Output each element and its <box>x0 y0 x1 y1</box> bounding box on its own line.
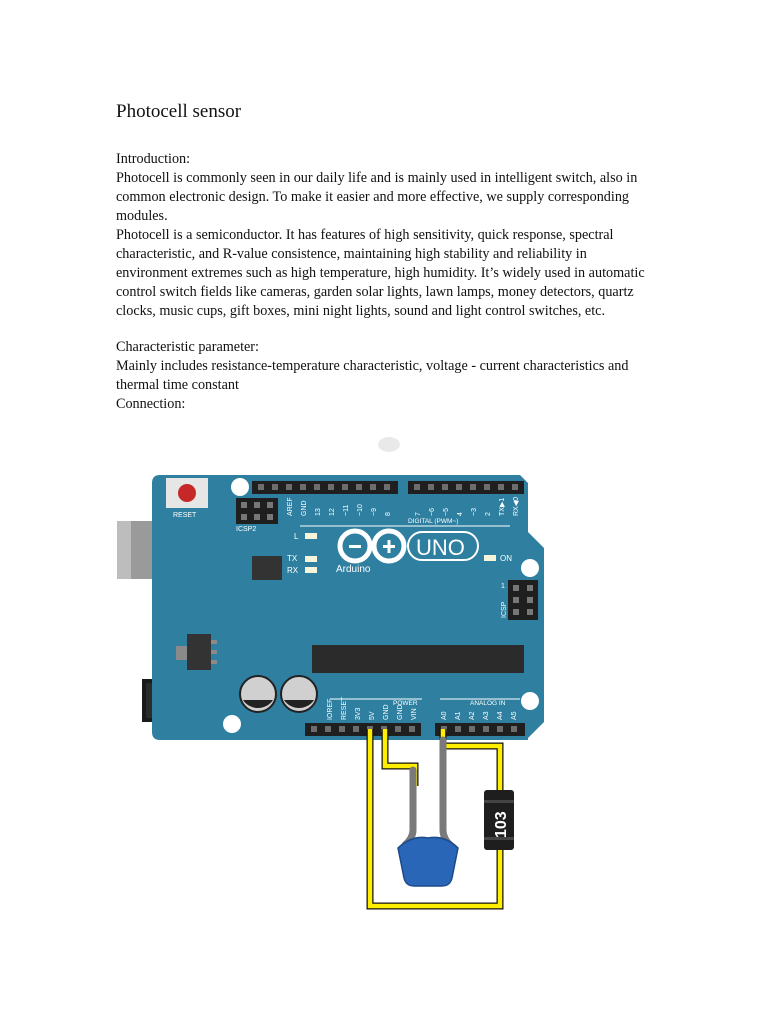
pin-label: GND <box>397 704 404 720</box>
uno-badge <box>407 531 479 561</box>
led-rx <box>305 567 317 573</box>
pin-label: ~11 <box>343 505 350 516</box>
led-tx-label: TX <box>287 554 298 563</box>
led-l-label: L <box>294 532 299 541</box>
top-pin-labels: AREF GND 13 12 ~11 ~10 ~9 8 7 ~6 ~5 4 ~3 2 TX▶1 RX◀0 <box>287 497 520 516</box>
pin-label: RX◀0 <box>513 497 520 516</box>
pin-label: ~5 <box>443 508 450 516</box>
pin-label: A1 <box>455 711 462 720</box>
characteristic-text: Mainly includes resistance-temperature c… <box>116 358 629 393</box>
reset-label: RESET <box>173 512 197 519</box>
pin-label: 2 <box>485 512 492 516</box>
pin-label: A3 <box>483 711 490 720</box>
connection-heading: Connection: <box>116 396 186 412</box>
led-l <box>305 533 317 539</box>
microcontroller-chip <box>312 645 524 673</box>
resistor <box>484 790 514 850</box>
pin-label: A0 <box>441 711 448 720</box>
icsp-header <box>508 580 538 620</box>
arduino-logo <box>337 528 407 564</box>
pin-label: 7 <box>415 512 422 516</box>
digital-header-left <box>252 481 398 494</box>
pin-label: VIN <box>411 708 418 720</box>
pin-label: 12 <box>329 508 336 516</box>
pin-label: 13 <box>315 508 322 516</box>
pin-label: RESET <box>341 696 348 720</box>
pin-label: 5V <box>369 711 376 720</box>
power-header <box>305 723 421 736</box>
bottom-pin-labels: IOREF RESET 3V3 5V GND GND VIN A0 A1 A2 A3 A4 A5 <box>327 696 518 720</box>
photocell-legs <box>401 736 454 849</box>
mounting-hole <box>521 559 539 577</box>
arduino-board <box>152 475 544 740</box>
analog-label: ANALOG IN <box>470 700 506 707</box>
pin-label: 3V3 <box>355 707 362 720</box>
icsp2-label: ICSP2 <box>236 526 256 533</box>
intro-paragraph-2: Photocell is a semiconductor. It has fea… <box>116 227 645 319</box>
led-on <box>484 555 496 561</box>
uno-label: UNO <box>416 535 465 560</box>
characteristic-heading: Characteristic parameter: <box>116 339 259 355</box>
pin-label: TX▶1 <box>499 498 506 516</box>
analog-header <box>435 723 525 736</box>
led-on-label: ON <box>500 554 512 563</box>
digital-label: DIGITAL (PWM~) <box>408 518 458 525</box>
pin-label: A5 <box>511 711 518 720</box>
mounting-hole <box>521 692 539 710</box>
pin-label: 4 <box>457 512 464 516</box>
led-rx-label: RX <box>287 566 299 575</box>
intro-paragraph-1: Photocell is commonly seen in our daily … <box>116 170 638 224</box>
digital-header-right <box>408 481 524 494</box>
icsp2-header <box>236 498 278 524</box>
icsp-pin1-label: 1 <box>501 583 505 590</box>
decorative-dot <box>378 437 400 452</box>
photocell-sensor <box>397 836 459 887</box>
usb-chip <box>252 556 282 580</box>
capacitor <box>239 675 277 713</box>
pin-label: A2 <box>469 711 476 720</box>
led-tx <box>305 556 317 562</box>
capacitor <box>280 675 318 713</box>
pin-label: ~9 <box>371 508 378 516</box>
resistor-label: 103 <box>493 811 510 838</box>
power-label: POWER <box>393 700 418 707</box>
mounting-hole <box>223 715 241 733</box>
intro-heading: Introduction: <box>116 151 191 167</box>
pin-label: 8 <box>385 512 392 516</box>
pin-label: GND <box>301 500 308 516</box>
mounting-hole <box>231 478 249 496</box>
pin-label: AREF <box>287 497 294 516</box>
pin-label: GND <box>383 704 390 720</box>
page-title: Photocell sensor <box>116 101 242 122</box>
pin-label: ~6 <box>429 508 436 516</box>
voltage-regulator <box>187 634 211 670</box>
pin-label: ~10 <box>357 504 364 516</box>
pin-label: ~3 <box>471 508 478 516</box>
document-body: Introduction: Photocell is commonly seen… <box>116 150 656 414</box>
pin-label: IOREF <box>327 699 334 720</box>
pin-label: A4 <box>497 711 504 720</box>
icsp-label: ICSP <box>501 601 508 618</box>
arduino-label: Arduino <box>336 564 371 575</box>
